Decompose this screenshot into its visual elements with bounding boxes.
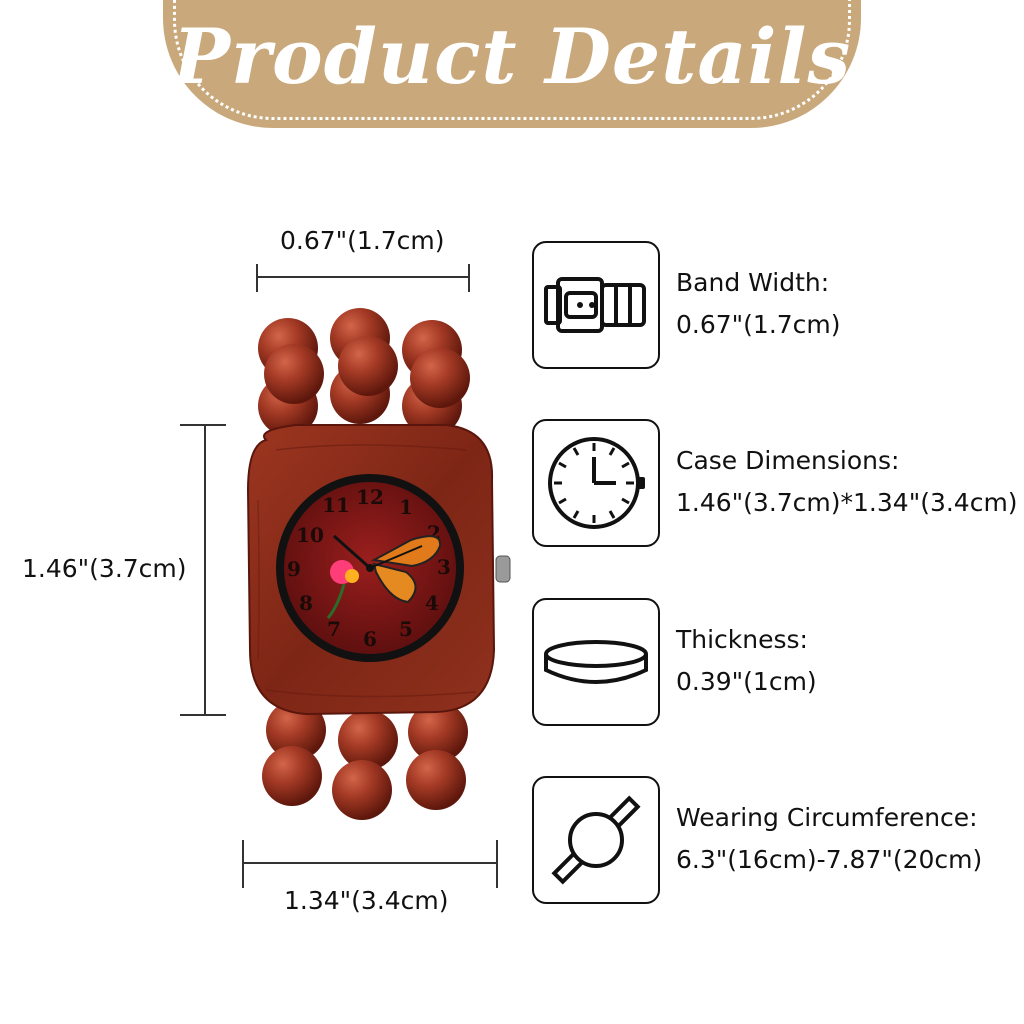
thickness-icon-box (532, 598, 660, 726)
thickness-value: 0.39"(1cm) (676, 667, 817, 696)
bottom-width-label: 1.34"(3.4cm) (284, 886, 449, 915)
wooden-bead-watch-image: 12 1 2 3 4 5 6 7 8 9 10 11 (246, 308, 511, 820)
header-banner: Product Details (163, 0, 861, 128)
circumference-spec: Wearing Circumference: 6.3"(16cm)-7.87"(… (676, 797, 982, 881)
thickness-spec: Thickness: 0.39"(1cm) (676, 619, 817, 703)
case-dimensions-label: Case Dimensions: (676, 446, 900, 475)
clock-icon (548, 437, 645, 529)
butterfly-graphic (370, 535, 442, 604)
band-width-value: 0.67"(1.7cm) (676, 310, 841, 339)
top-width-label: 0.67"(1.7cm) (280, 226, 445, 255)
case-dimensions-spec: Case Dimensions: 1.46"(3.7cm)*1.34"(3.4c… (676, 440, 1018, 524)
height-line (204, 424, 206, 716)
height-tick-bottom (180, 714, 226, 716)
bottom-width-line (242, 862, 498, 864)
circumference-icon-box (532, 776, 660, 904)
top-width-tick-left (256, 264, 258, 292)
thickness-label: Thickness: (676, 625, 808, 654)
watch-band-icon (544, 277, 646, 333)
bottom-width-tick-left (242, 840, 244, 888)
case-dimensions-icon-box (532, 419, 660, 547)
wrist-circumference-icon (551, 795, 641, 885)
case-dimensions-value: 1.46"(3.7cm)*1.34"(3.4cm) (676, 488, 1018, 517)
svg-text:3: 3 (437, 555, 451, 579)
top-width-tick-right (468, 264, 470, 292)
bottom-width-tick-right (496, 840, 498, 888)
band-width-spec: Band Width: 0.67"(1.7cm) (676, 262, 841, 346)
band-width-label: Band Width: (676, 268, 830, 297)
svg-text:5: 5 (399, 617, 413, 641)
top-width-line (256, 276, 470, 278)
svg-text:12: 12 (356, 485, 384, 509)
band-width-icon-box (532, 241, 660, 369)
svg-text:8: 8 (299, 591, 313, 615)
svg-text:7: 7 (327, 617, 341, 641)
circumference-label: Wearing Circumference: (676, 803, 978, 832)
circumference-value: 6.3"(16cm)-7.87"(20cm) (676, 845, 983, 874)
dial-numerals: 12 1 2 3 4 5 6 7 8 9 10 11 (287, 485, 451, 651)
svg-text:11: 11 (322, 493, 350, 517)
flower-graphic (326, 560, 359, 619)
bottom-bead-strand (262, 700, 468, 820)
top-bead-strand (258, 308, 470, 436)
svg-text:9: 9 (287, 557, 301, 581)
thickness-disc-icon (544, 640, 648, 684)
height-label: 1.46"(3.7cm) (22, 554, 187, 583)
height-tick-top (180, 424, 226, 426)
svg-text:6: 6 (363, 627, 377, 651)
svg-text:10: 10 (296, 523, 324, 547)
page-title: Product Details (172, 12, 852, 101)
svg-text:4: 4 (425, 591, 439, 615)
svg-text:1: 1 (399, 495, 413, 519)
